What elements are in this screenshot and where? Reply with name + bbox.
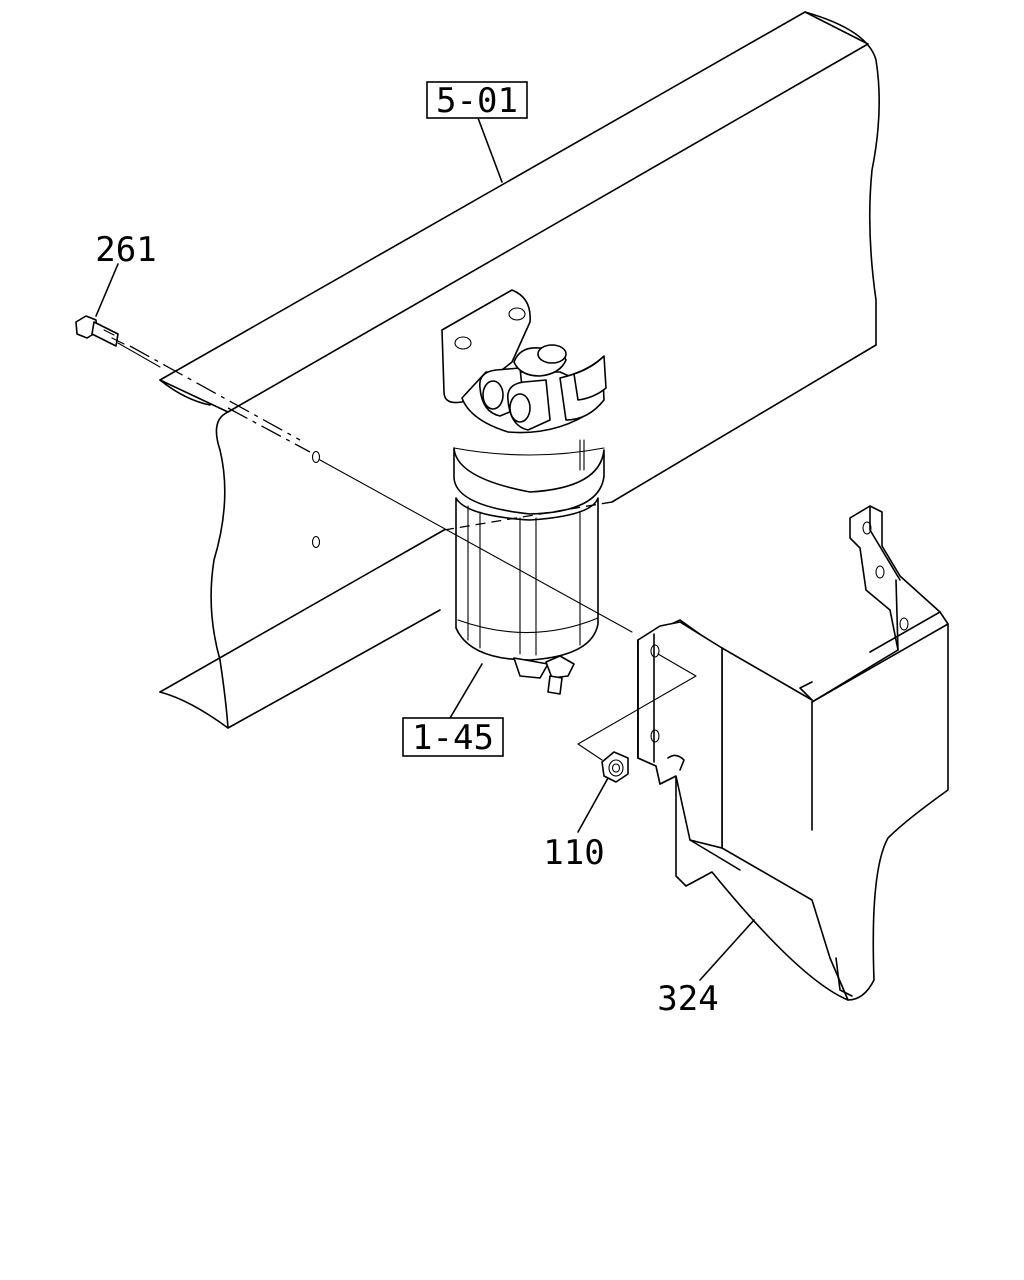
bracket (637, 505, 949, 1001)
callout-filter: 1-45 (402, 717, 504, 758)
callout-frame-text: 5-01 (436, 81, 518, 121)
bolt (75, 315, 125, 347)
fuel-filter-assembly (441, 289, 607, 695)
frame-rail (159, 11, 880, 729)
callout-frame: 5-01 (426, 81, 528, 121)
alignment-lines (117, 342, 697, 761)
callout-nut: 110 (543, 833, 604, 873)
callout-bracket-text: 324 (657, 979, 718, 1019)
leader-lines (95, 117, 755, 981)
callout-bolt: 261 (95, 230, 156, 270)
nut (601, 751, 629, 783)
callout-filter-text: 1-45 (412, 718, 494, 758)
callout-bolt-text: 261 (95, 230, 156, 270)
callout-nut-text: 110 (543, 833, 604, 873)
callout-bracket: 324 (657, 979, 718, 1019)
